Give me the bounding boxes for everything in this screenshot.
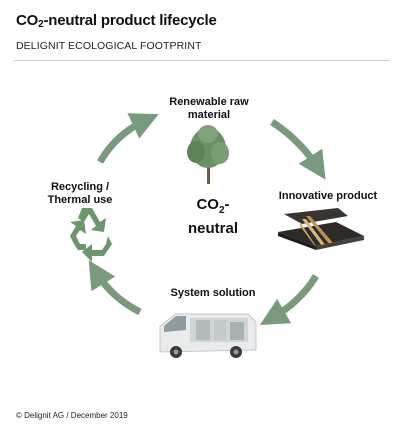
- page-subtitle: DELIGNIT ECOLOGICAL FOOTPRINT: [16, 40, 202, 52]
- title-prefix: CO: [16, 12, 39, 29]
- center-label: CO2- neutral: [168, 196, 258, 238]
- title-subscript: 2: [38, 19, 44, 30]
- center-prefix: CO: [196, 196, 219, 213]
- header-divider: [14, 60, 390, 61]
- van-icon: [159, 313, 257, 358]
- center-subscript: 2: [218, 205, 225, 216]
- node-label-top: Renewable raw material: [169, 96, 249, 121]
- node-label-bottom: System solution: [170, 287, 256, 299]
- node-label-left: Recycling / Thermal use: [47, 181, 113, 206]
- center-suffix: -: [224, 196, 230, 213]
- tree-icon: [187, 125, 229, 184]
- title-suffix: -neutral product lifecycle: [43, 12, 217, 29]
- footer-copyright: © Delignit AG / December 2019: [16, 411, 128, 420]
- arrow-top-right: [270, 119, 326, 180]
- arrow-top-left: [96, 113, 159, 164]
- node-label-right: Innovative product: [278, 190, 378, 202]
- recycle-icon: [70, 208, 112, 262]
- page-title: CO2-neutral product lifecycle: [16, 12, 217, 30]
- layered-panel-icon: [278, 208, 364, 250]
- arrow-bottom-left: [88, 260, 142, 316]
- arrow-bottom-right: [259, 274, 319, 325]
- center-line-1: CO2-: [168, 196, 258, 220]
- center-line-2: neutral: [187, 220, 238, 237]
